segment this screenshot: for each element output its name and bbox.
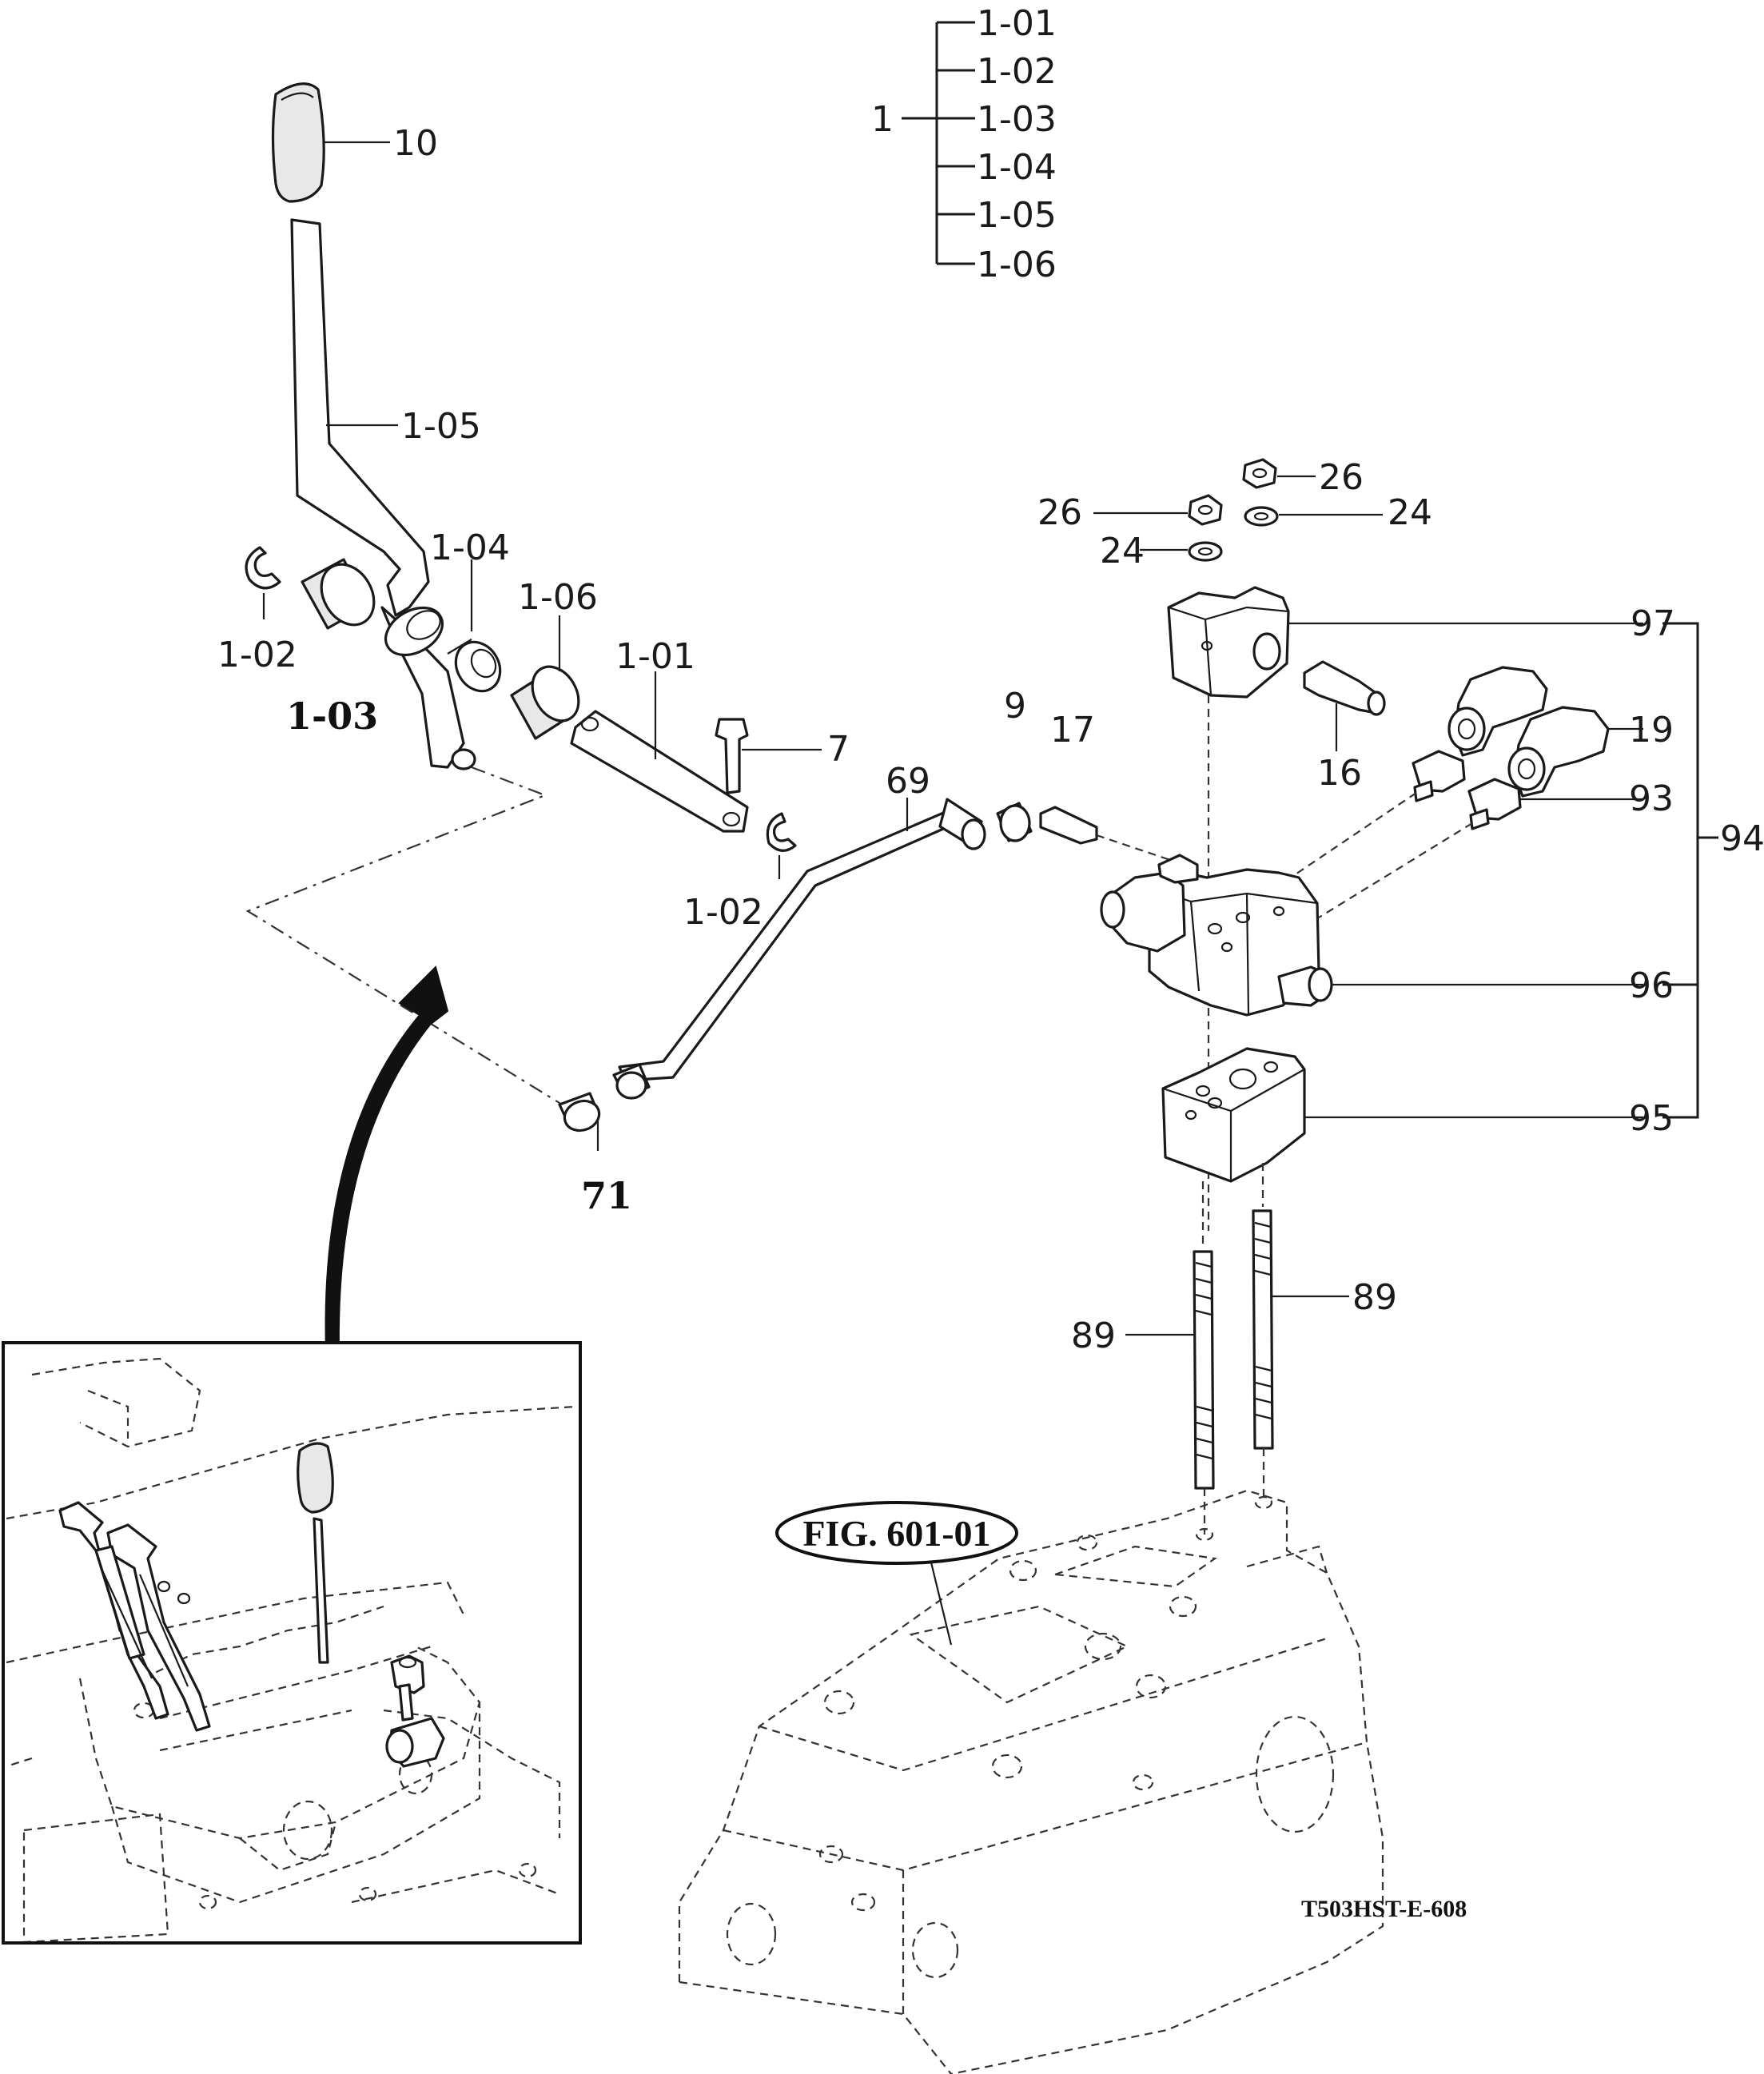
label-valve-group: 94 bbox=[1720, 818, 1764, 859]
bolt bbox=[715, 718, 749, 794]
control-rod-assembly: 69 71 bbox=[321, 761, 986, 1391]
label-nut-upper: 26 bbox=[1319, 457, 1364, 498]
label-nut-lower: 26 bbox=[1037, 492, 1082, 533]
lever-assembly: 10 1-05 1-03 1-02 1-04 1-06 bbox=[217, 82, 850, 1124]
tree-child-label: 1-05 bbox=[977, 195, 1057, 236]
inset-lever-knob bbox=[297, 1442, 334, 1514]
lever-arm bbox=[290, 218, 430, 617]
lever-boss bbox=[384, 606, 444, 657]
figure-reference-leader bbox=[930, 1562, 953, 1646]
label-shaft: 1-01 bbox=[615, 636, 695, 677]
drawing-code: T503HST-E-608 bbox=[1301, 1896, 1467, 1922]
connector-pin bbox=[1039, 806, 1098, 845]
label-lever-arm: 1-05 bbox=[401, 406, 481, 447]
washer-lower bbox=[1188, 541, 1223, 562]
part-tree: 1 1-01 1-02 1-03 1-04 1-05 1-06 bbox=[871, 3, 1057, 285]
transmission-housing bbox=[678, 1489, 1384, 2074]
nut-lower bbox=[1188, 494, 1223, 526]
figure-reference-oval[interactable] bbox=[775, 1501, 1018, 1565]
label-collar: 1-04 bbox=[430, 527, 510, 568]
e-clip-lower bbox=[766, 812, 797, 852]
stud-bolt-b bbox=[1252, 1209, 1274, 1450]
label-e-clip-lower: 1-02 bbox=[683, 892, 763, 933]
stud-bolt-a bbox=[1193, 1250, 1215, 1490]
inset-valve bbox=[390, 1654, 425, 1694]
label-lever-bracket: 1-03 bbox=[286, 695, 378, 738]
label-bolt: 7 bbox=[827, 729, 850, 770]
tree-child-label: 1-03 bbox=[977, 99, 1057, 140]
label-fitting-16: 16 bbox=[1317, 753, 1362, 794]
washer-upper bbox=[1244, 506, 1279, 527]
lever-knob bbox=[271, 82, 325, 203]
label-washer-lower: 24 bbox=[1100, 531, 1145, 571]
shaft bbox=[570, 710, 749, 833]
label-control-rod: 69 bbox=[886, 761, 930, 802]
label-rod-end: 71 bbox=[581, 1174, 632, 1217]
tree-root-label: 1 bbox=[871, 99, 894, 140]
tree-child-label: 1-06 bbox=[977, 245, 1057, 285]
figure-reference[interactable]: FIG. 601-01 bbox=[775, 1501, 1018, 1646]
collar bbox=[454, 640, 502, 693]
tree-child-label: 1-01 bbox=[977, 3, 1057, 44]
label-knob: 10 bbox=[393, 123, 438, 164]
location-inset bbox=[2, 1341, 582, 1945]
lever-ball-end bbox=[451, 748, 476, 770]
connector-parts: 9 17 bbox=[996, 686, 1176, 863]
label-connector-17: 17 bbox=[1050, 710, 1095, 750]
view-direction-arrow bbox=[325, 965, 449, 1351]
valve-base-block bbox=[1161, 1047, 1306, 1183]
label-e-clip-upper: 1-02 bbox=[217, 635, 297, 675]
label-washer-upper: 24 bbox=[1388, 492, 1432, 533]
inset-lever-rod bbox=[313, 1517, 329, 1664]
nut-upper bbox=[1242, 458, 1277, 489]
label-elbow-fitting: 19 bbox=[1629, 710, 1674, 750]
label-stud-bolt-b: 89 bbox=[1352, 1277, 1397, 1318]
tree-child-label: 1-04 bbox=[977, 147, 1057, 188]
tree-child-label: 1-02 bbox=[977, 51, 1057, 92]
inset-frame bbox=[2, 1341, 582, 1945]
label-connector-9: 9 bbox=[1004, 686, 1026, 726]
figure-reference-label[interactable]: FIG. 601-01 bbox=[802, 1513, 990, 1554]
solenoid bbox=[1111, 871, 1186, 953]
group-bracket bbox=[1662, 622, 1699, 1119]
inset-pedal-left bbox=[58, 1501, 169, 1720]
motion-plane-guide bbox=[245, 766, 560, 1104]
valve-stack: 26 24 26 24 97 16 19 bbox=[1037, 457, 1764, 1535]
label-adapter: 93 bbox=[1629, 778, 1674, 819]
label-stud-bolt-a: 89 bbox=[1071, 1316, 1116, 1356]
e-clip-upper bbox=[245, 546, 281, 590]
label-bushing: 1-06 bbox=[518, 577, 598, 618]
